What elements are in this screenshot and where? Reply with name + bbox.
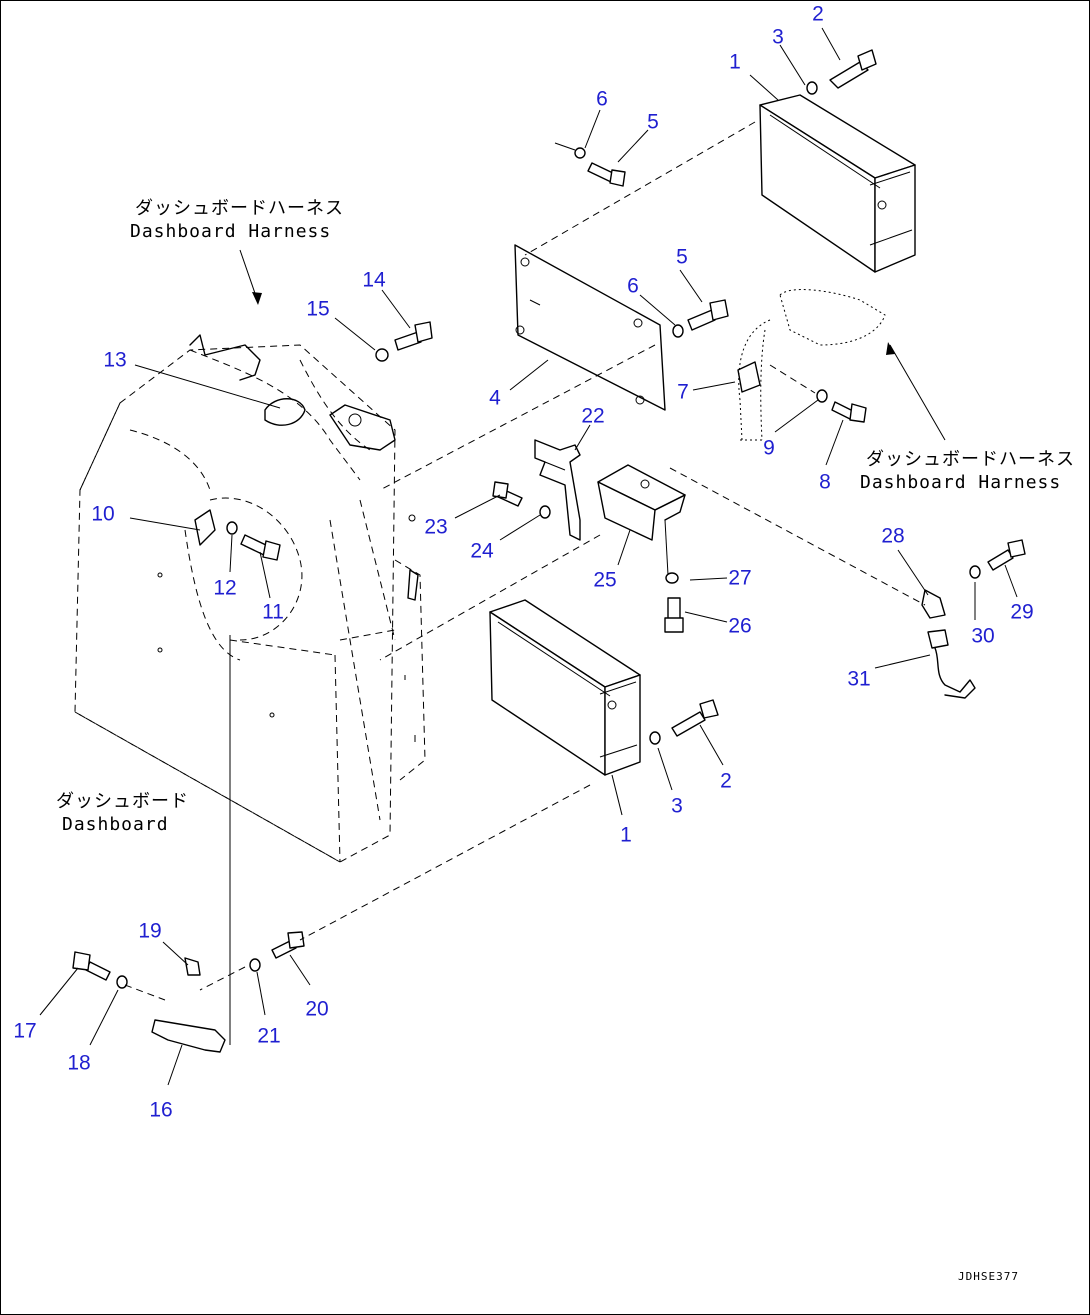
callout-10: 10 [91, 502, 115, 526]
callout-2-upper: 2 [812, 2, 824, 26]
controller-upper [759, 94, 916, 273]
callout-25: 25 [593, 568, 617, 592]
callout-22: 22 [581, 404, 605, 428]
callout-7: 7 [677, 380, 689, 404]
dashboard-label-jp: ダッシュボード [56, 791, 189, 812]
callout-3-upper: 3 [772, 25, 784, 49]
callout-13: 13 [103, 348, 127, 372]
callout-26: 26 [728, 614, 752, 638]
harness-left-label-en: Dashboard Harness [130, 221, 332, 242]
callout-15: 15 [306, 297, 330, 321]
drawing-code: JDHSE377 [958, 1270, 1019, 1283]
callout-11: 11 [262, 600, 284, 624]
harness-left-label-jp: ダッシュボードハーネス [135, 198, 344, 219]
callout-12: 12 [213, 576, 237, 600]
harness-right-label-jp: ダッシュボードハーネス [866, 449, 1075, 470]
callout-18: 18 [67, 1051, 91, 1075]
dashboard-label-en: Dashboard [62, 814, 169, 835]
bracket-22 [534, 439, 581, 541]
callout-3-lower: 3 [671, 794, 683, 818]
callout-16: 16 [149, 1098, 173, 1122]
callout-9: 9 [763, 436, 775, 460]
callout-19: 19 [138, 919, 162, 943]
harness-right [737, 289, 886, 441]
callout-28: 28 [881, 524, 905, 548]
callout-23: 23 [424, 515, 448, 539]
callout-21: 21 [257, 1024, 281, 1048]
leader-lines [39, 27, 1018, 1086]
callout-27: 27 [728, 566, 752, 590]
callout-20: 20 [305, 997, 329, 1021]
callout-1-lower: 1 [620, 823, 632, 847]
callout-24: 24 [470, 539, 494, 563]
harness-right-label-en: Dashboard Harness [860, 472, 1062, 493]
callout-30: 30 [971, 624, 995, 648]
callout-31: 31 [847, 667, 871, 691]
callout-14: 14 [362, 268, 386, 292]
callout-29: 29 [1010, 600, 1034, 624]
callout-8: 8 [819, 470, 831, 494]
callout-2-lower: 2 [720, 769, 732, 793]
callout-1-upper: 1 [729, 50, 741, 74]
callout-17: 17 [13, 1019, 37, 1043]
box-25 [597, 464, 686, 576]
callout-4: 4 [489, 386, 501, 410]
callout-6-upper: 6 [596, 87, 608, 111]
controller-lower [489, 599, 641, 776]
cover-plate [514, 244, 666, 411]
callout-5-upper: 5 [647, 110, 659, 134]
fasteners [72, 49, 1026, 1053]
dashboard-body [74, 334, 426, 863]
callout-5-mid: 5 [676, 245, 688, 269]
callout-6-mid: 6 [627, 274, 639, 298]
